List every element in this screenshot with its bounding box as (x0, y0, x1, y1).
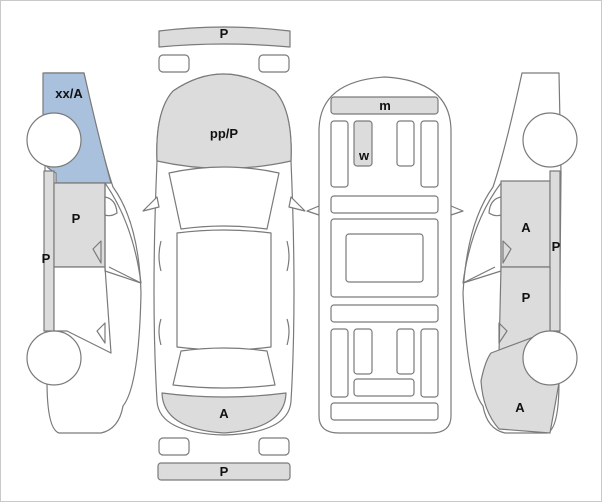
left-pillar-line (108, 266, 142, 284)
left-front-fender-label: xx/A (55, 86, 83, 101)
right-side-mirror-top (288, 196, 306, 212)
rear-bumper-label: P (220, 464, 229, 479)
left-front-door-handle (92, 240, 102, 264)
front-left-fog-light (158, 54, 190, 73)
left-front-wheel (26, 112, 82, 168)
hood-panel[interactable] (156, 73, 292, 170)
right-side-view: A P P A (462, 72, 578, 434)
windshield (168, 166, 280, 230)
interior-view: m w (306, 76, 464, 434)
left-side-mirror-top (142, 196, 160, 212)
right-rear-quarter-label: A (515, 400, 525, 415)
rear-right-seat (420, 328, 439, 398)
interior-left-mirror (306, 205, 320, 216)
center-console-panel[interactable] (353, 120, 373, 167)
front-left-seat (330, 120, 349, 188)
right-sill-label: P (552, 239, 561, 254)
left-door-seams-top (158, 240, 162, 346)
rear-window (172, 347, 276, 389)
right-front-door-label: A (521, 220, 531, 235)
interior-outline (318, 76, 452, 434)
interior-right-mirror (450, 205, 464, 216)
left-sill-label: P (42, 251, 51, 266)
dashboard-panel[interactable] (330, 96, 439, 115)
left-rear-wheel (26, 330, 82, 386)
trunk-floor-panel (330, 402, 439, 421)
trunk-panel[interactable] (161, 392, 287, 434)
right-mirror (488, 196, 502, 217)
top-view: P pp/P A P (142, 26, 306, 481)
right-front-wheel (522, 112, 578, 168)
right-rear-door-label: P (522, 290, 531, 305)
dashboard-label: m (379, 98, 391, 113)
trunk-label: A (219, 406, 229, 421)
left-front-door-label: P (72, 211, 81, 226)
rear-console-right (396, 328, 415, 375)
right-door-seams-top (286, 240, 290, 346)
rear-seat-bar (330, 304, 439, 323)
front-bumper-label: P (220, 26, 229, 41)
right-rear-wheel (522, 330, 578, 386)
rear-left-reflector (158, 437, 190, 456)
front-right-fog-light (258, 54, 290, 73)
rear-bumper-panel[interactable] (157, 462, 291, 481)
left-rear-door-handle (96, 322, 106, 344)
floor-center (345, 233, 424, 283)
floor-frame (330, 218, 439, 298)
center-panel-label: w (358, 148, 370, 163)
front-seat-bar (330, 195, 439, 214)
hood-label: pp/P (210, 126, 238, 141)
center-console-right (396, 120, 415, 167)
rear-center-panel (353, 378, 415, 397)
rear-console-left (353, 328, 373, 375)
right-rear-door-handle (498, 322, 508, 344)
right-pillar-line (462, 266, 496, 284)
left-side-view: xx/A P P (26, 72, 142, 434)
right-front-door-handle (502, 240, 512, 264)
rear-left-seat (330, 328, 349, 398)
front-right-seat (420, 120, 439, 188)
front-bumper-panel[interactable] (158, 26, 291, 48)
rear-right-reflector (258, 437, 290, 456)
left-mirror (104, 196, 118, 217)
